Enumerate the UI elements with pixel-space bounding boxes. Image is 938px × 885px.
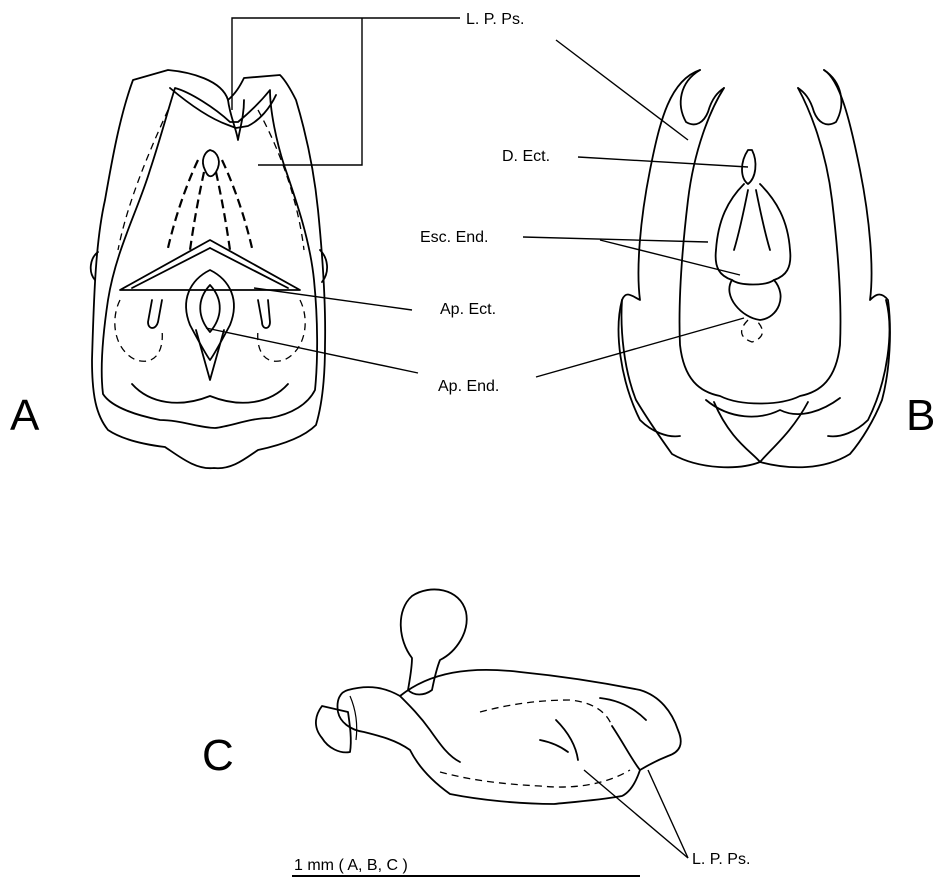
- panel-label-c: C: [202, 731, 234, 780]
- specimen-a-drawing: [91, 70, 327, 468]
- label-lpps-top: L. P. Ps.: [466, 11, 524, 28]
- label-escend: Esc. End.: [420, 229, 488, 246]
- scale-bar-label: 1 mm ( A, B, C ): [294, 857, 408, 874]
- specimen-b-drawing: [619, 70, 890, 467]
- label-dect: D. Ect.: [502, 148, 550, 165]
- label-apend: Ap. End.: [438, 378, 499, 395]
- panel-label-a: A: [10, 391, 40, 440]
- label-lpps-bottom: L. P. Ps.: [692, 851, 750, 868]
- specimen-c-drawing: [316, 589, 681, 804]
- leader-lines: [206, 18, 748, 858]
- label-apect: Ap. Ect.: [440, 301, 496, 318]
- panel-label-b: B: [906, 391, 935, 440]
